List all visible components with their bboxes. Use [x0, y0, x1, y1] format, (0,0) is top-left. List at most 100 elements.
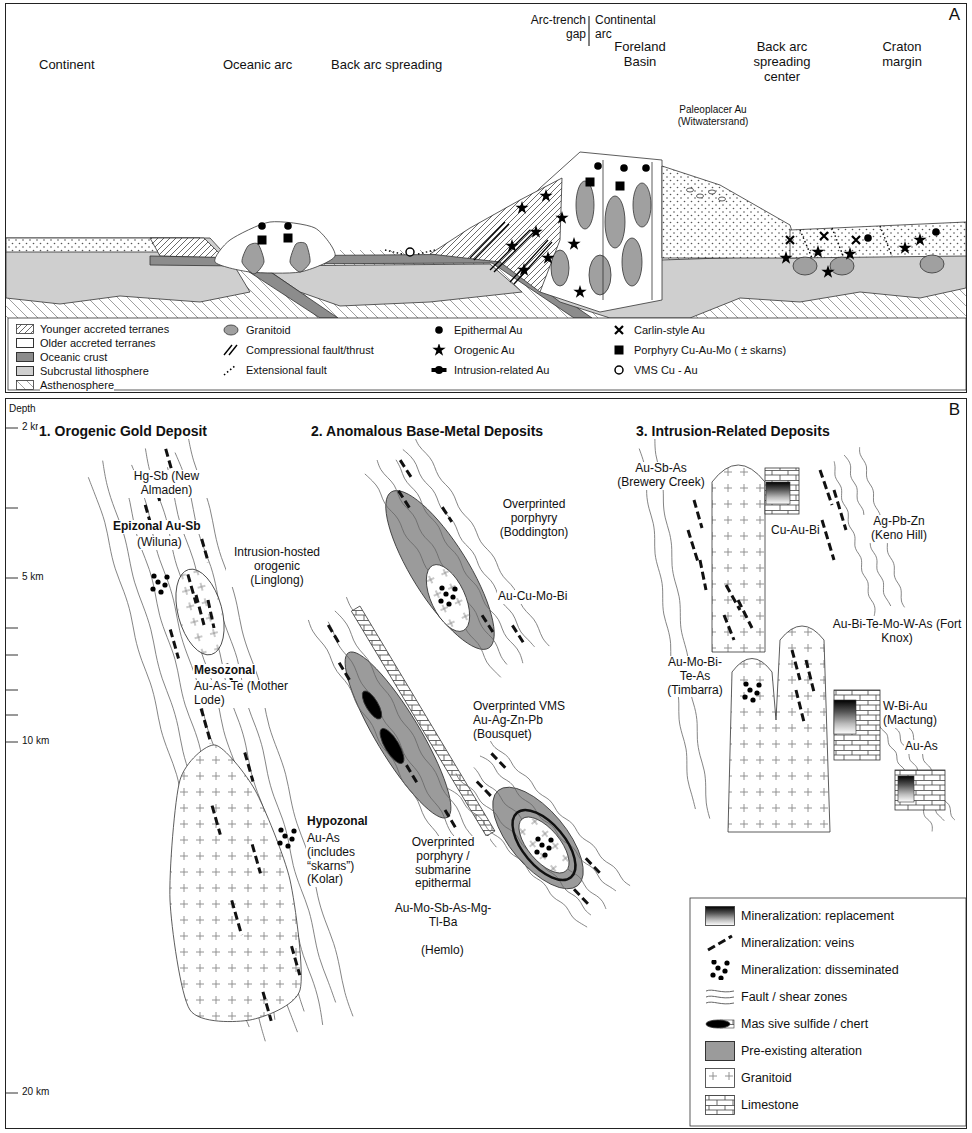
deposit-symbol: [898, 241, 911, 254]
disseminated-dot: [438, 598, 443, 603]
legend-symbol: [430, 324, 448, 336]
porphyry-square: [586, 178, 595, 187]
granitoid: [728, 626, 830, 832]
legend-item: Asthenosphere: [16, 379, 114, 391]
disseminated-dot: [747, 687, 752, 692]
label: Cu-Au-Bi: [770, 524, 821, 538]
legend-box: [8, 318, 966, 390]
vein: [822, 520, 834, 560]
deposit-symbol: [284, 222, 292, 230]
deposit-symbol: [913, 233, 926, 246]
vein: [586, 858, 600, 873]
porphyry-square: [258, 236, 267, 245]
legend-item: Oceanic crust: [16, 351, 107, 363]
carlin-x: [786, 236, 794, 244]
legend-text: Intrusion-related Au: [454, 364, 549, 376]
vein: [834, 490, 846, 530]
deposit-symbol: [779, 251, 792, 264]
disseminated-dot: [711, 960, 716, 965]
limestone: [765, 468, 799, 514]
vein: [724, 615, 734, 640]
younger-terrane: [150, 238, 224, 258]
vein: [399, 491, 410, 508]
legend-box: [690, 898, 966, 1126]
legend-item: Epithermal Au: [430, 324, 522, 336]
deposit-symbol: [786, 236, 794, 244]
deposit-symbol: [620, 164, 628, 172]
disseminated-dot: [715, 965, 720, 970]
label: Au-Sb-As (Brewery Creek): [612, 462, 710, 490]
label: 2. Anomalous Base-Metal Deposits: [310, 423, 544, 439]
disseminated-dot: [722, 968, 727, 973]
label: Au-As: [904, 740, 939, 754]
disseminated-dot: [754, 690, 759, 695]
granitoid-sample: [224, 325, 238, 335]
swatch-box: [17, 381, 34, 390]
deposit-symbol: [852, 236, 860, 244]
disseminated-dot: [291, 828, 296, 833]
legend-item: Younger accreted terranes: [16, 323, 169, 335]
legend-item: Carlin-style Au: [610, 324, 705, 336]
vein: [400, 460, 411, 477]
label: Paleoplacer Au (Witwatersrand): [668, 104, 758, 127]
shear-line: [403, 449, 535, 646]
legend-swatch: [16, 338, 34, 348]
epithermal-dot: [258, 222, 266, 230]
limestone: [834, 690, 880, 760]
disseminated-dot: [439, 585, 444, 590]
vein: [796, 690, 804, 722]
thrust-fault: [470, 222, 505, 258]
label: Continental arc: [594, 14, 666, 42]
label: 20 km: [21, 1086, 50, 1098]
paleoplacer-pebble: [719, 197, 726, 201]
vein: [792, 650, 800, 680]
thrust-fault: [510, 240, 548, 282]
label: Hypozonal: [306, 815, 369, 829]
legend-symbol: [705, 1095, 735, 1115]
depth-tick: [6, 742, 18, 743]
thrust-fault: [514, 242, 552, 284]
intrusion-dot: [435, 366, 443, 374]
divider-line: [589, 16, 590, 46]
deposit-symbol: [529, 225, 542, 238]
vein: [491, 753, 505, 768]
porphyry-square: [615, 346, 624, 355]
orogenic-star: [555, 211, 568, 224]
legend-text: Younger accreted terranes: [40, 323, 169, 335]
disseminated-dot: [158, 589, 163, 594]
fault-sample: [706, 996, 734, 998]
granitoid: [242, 243, 264, 274]
epithermal-dot: [932, 228, 940, 236]
vein: [442, 507, 451, 522]
label: Overprinted porphyry / submarine epither…: [396, 836, 490, 891]
granitoid: [417, 558, 478, 638]
vein: [406, 765, 418, 785]
vein: [512, 625, 523, 642]
shear-line: [365, 474, 501, 677]
deposit-symbol: [505, 239, 518, 252]
label: Foreland Basin: [608, 40, 672, 70]
vein: [263, 992, 271, 1021]
disseminated-dot: [750, 697, 755, 702]
swatch-box: [17, 325, 34, 334]
deposit-symbol: [811, 245, 824, 258]
deposit-symbol: [258, 222, 266, 230]
vein: [208, 600, 214, 628]
granitoid: [830, 257, 854, 275]
disseminated-dot: [151, 573, 156, 578]
depth-tick: [6, 715, 18, 716]
legend-text: Granitoid: [246, 324, 291, 336]
epithermal-dot: [594, 162, 602, 170]
vein: [477, 781, 491, 796]
legend-symbol: [610, 324, 628, 336]
deposit-symbol: [820, 232, 828, 240]
disseminated-dot: [548, 837, 553, 842]
vein: [700, 560, 706, 590]
label: Mesozonal: [193, 664, 256, 678]
vein: [738, 600, 752, 628]
label: 3. Intrusion-Related Deposits: [635, 423, 831, 439]
deposit-symbol: [821, 265, 834, 278]
replacement: [898, 776, 914, 802]
vein: [688, 530, 698, 562]
